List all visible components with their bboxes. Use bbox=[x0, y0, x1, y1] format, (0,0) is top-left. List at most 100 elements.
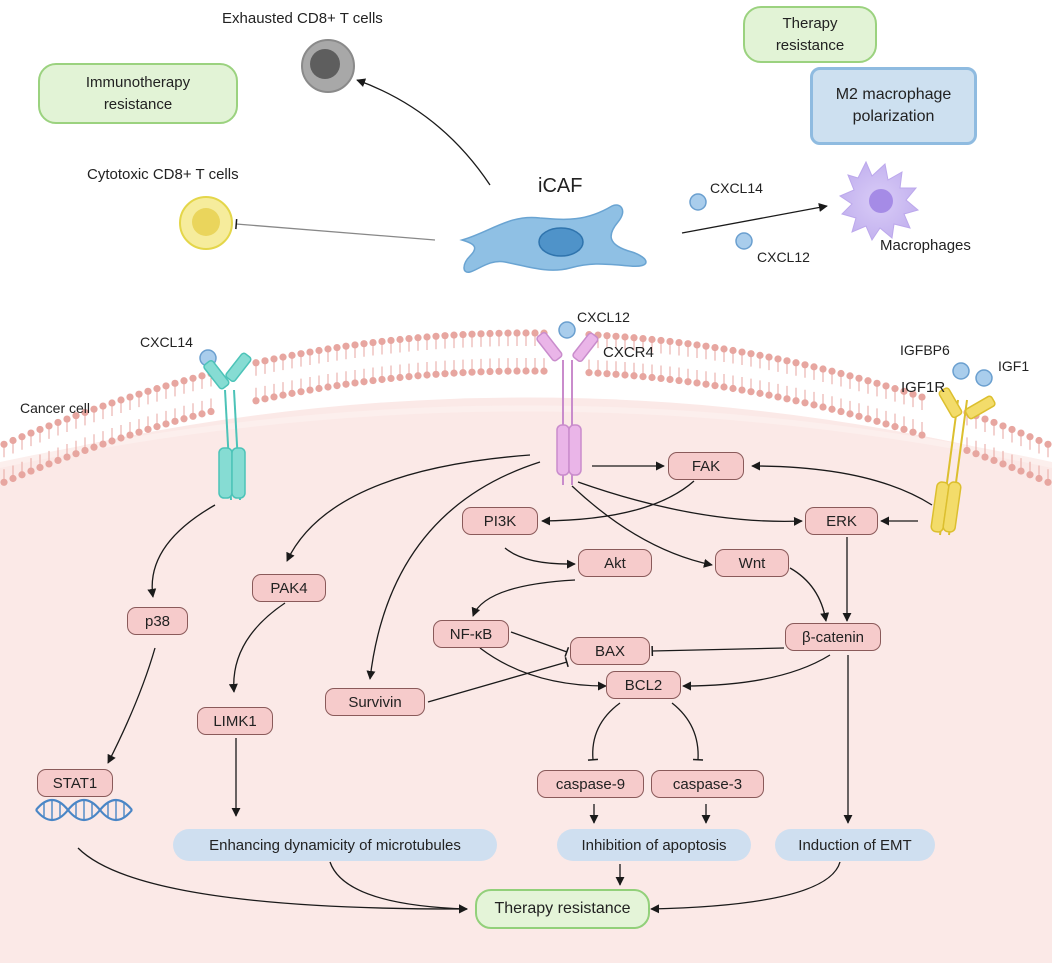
lipid-head bbox=[324, 383, 332, 391]
cxcr4-receptor bbox=[536, 331, 599, 485]
lipid-head bbox=[729, 346, 737, 355]
lipid-head bbox=[135, 390, 143, 398]
lipid-head bbox=[117, 396, 125, 404]
lipid-head bbox=[864, 377, 872, 385]
lipid-head bbox=[81, 408, 89, 417]
lipid-head bbox=[306, 386, 314, 394]
lipid-head bbox=[702, 342, 710, 350]
cxcl14-receptor bbox=[203, 352, 252, 501]
igf1r-receptor bbox=[930, 387, 996, 536]
lipid-head bbox=[405, 334, 413, 343]
lipid-head bbox=[360, 378, 368, 386]
lipid-head bbox=[891, 385, 899, 393]
lipid-head bbox=[90, 443, 98, 451]
lipid-head bbox=[990, 418, 998, 427]
lipid-head bbox=[18, 433, 26, 441]
lipid-head bbox=[288, 351, 296, 359]
lipid-head bbox=[585, 369, 593, 377]
lipid-head bbox=[252, 397, 260, 405]
lipid-head bbox=[450, 369, 458, 377]
final-therapy-resistance: Therapy resistance bbox=[475, 889, 650, 929]
lipid-head bbox=[738, 386, 746, 394]
lipid-head bbox=[648, 373, 656, 382]
lipid-head bbox=[684, 340, 692, 348]
lipid-head bbox=[9, 436, 17, 445]
lipid-head bbox=[63, 453, 71, 461]
lipid-head bbox=[351, 341, 359, 349]
igfbp6-dot bbox=[952, 362, 970, 380]
node-caspase-9: caspase-9 bbox=[537, 770, 644, 798]
lipid-head bbox=[1008, 425, 1016, 434]
lipid-head bbox=[270, 355, 278, 363]
arrow-bcatenin-bcl2 bbox=[682, 654, 831, 691]
lipid-head bbox=[369, 376, 377, 385]
lipid-head bbox=[315, 384, 323, 393]
inhibit-icaf-cytotoxic bbox=[235, 218, 436, 241]
lipid-head bbox=[918, 393, 926, 401]
lipid-head bbox=[639, 372, 647, 381]
lipid-head bbox=[756, 351, 764, 359]
lipid-head bbox=[468, 368, 476, 376]
cxcl14-secreted-label: CXCL14 bbox=[710, 180, 763, 196]
lipid-head bbox=[891, 423, 899, 431]
lipid-head bbox=[981, 415, 989, 423]
lipid-head bbox=[189, 412, 197, 420]
lipid-head bbox=[477, 368, 485, 376]
cxcr4-label: CXCR4 bbox=[603, 344, 654, 361]
node-caspase-3: caspase-3 bbox=[651, 770, 764, 798]
lipid-head bbox=[1044, 478, 1052, 486]
lipid-head bbox=[27, 429, 35, 437]
lipid-head bbox=[306, 348, 314, 356]
macrophages-label: Macrophages bbox=[880, 237, 971, 254]
lipid-head bbox=[774, 355, 782, 363]
lipid-head bbox=[252, 359, 260, 367]
lipid-head bbox=[72, 450, 80, 458]
arrow-p38-stat1 bbox=[107, 647, 156, 764]
node-bcatenin: β-catenin bbox=[785, 623, 881, 651]
arrow-microtubules-final bbox=[329, 861, 468, 914]
lipid-head bbox=[603, 370, 611, 378]
lipid-head bbox=[693, 379, 701, 387]
lipid-head bbox=[333, 343, 341, 352]
lipid-head bbox=[513, 329, 521, 337]
m2-polarization-callout: M2 macrophage polarization bbox=[810, 67, 977, 145]
lipid-head bbox=[855, 412, 863, 420]
node-bax: BAX bbox=[570, 637, 650, 665]
lipid-head bbox=[873, 417, 881, 425]
lipid-head bbox=[909, 428, 917, 436]
cxcl12-receptor-label: CXCL12 bbox=[577, 309, 630, 325]
inhibit-bcl2-casp3 bbox=[671, 702, 704, 761]
lipid-head bbox=[900, 387, 908, 395]
lipid-head bbox=[90, 405, 98, 413]
arrow-emt-final bbox=[650, 861, 841, 914]
lipid-head bbox=[684, 378, 692, 386]
lipid-head bbox=[747, 350, 755, 358]
lipid-head bbox=[1026, 433, 1034, 441]
lipid-head bbox=[45, 460, 53, 468]
lipid-head bbox=[162, 420, 170, 428]
lipid-head bbox=[792, 359, 800, 367]
lipid-head bbox=[171, 379, 179, 387]
lipid-head bbox=[279, 353, 287, 361]
lipid-head bbox=[972, 450, 980, 458]
lipid-head bbox=[711, 381, 719, 390]
lipid-head bbox=[720, 383, 728, 391]
lipid-head bbox=[387, 374, 395, 383]
cxcl12-ligand-dot bbox=[735, 232, 753, 250]
lipid-head bbox=[99, 402, 107, 410]
outcome-emt: Induction of EMT bbox=[775, 829, 935, 861]
arrow-wnt-bcatenin bbox=[789, 567, 830, 622]
arrow-icaf-macrophage bbox=[681, 203, 828, 234]
node-pi3k: PI3K bbox=[462, 507, 538, 535]
lipid-head bbox=[432, 370, 440, 378]
node-erk: ERK bbox=[805, 507, 878, 535]
lipid-head bbox=[360, 340, 368, 348]
igfbp6-label: IGFBP6 bbox=[900, 342, 950, 358]
lipid-head bbox=[729, 384, 737, 393]
lipid-head bbox=[765, 353, 773, 361]
lipid-head bbox=[783, 357, 791, 365]
arrow-akt-nfkb bbox=[471, 579, 576, 617]
lipid-head bbox=[693, 341, 701, 349]
outcome-microtubules: Enhancing dynamicity of microtubules bbox=[173, 829, 497, 861]
